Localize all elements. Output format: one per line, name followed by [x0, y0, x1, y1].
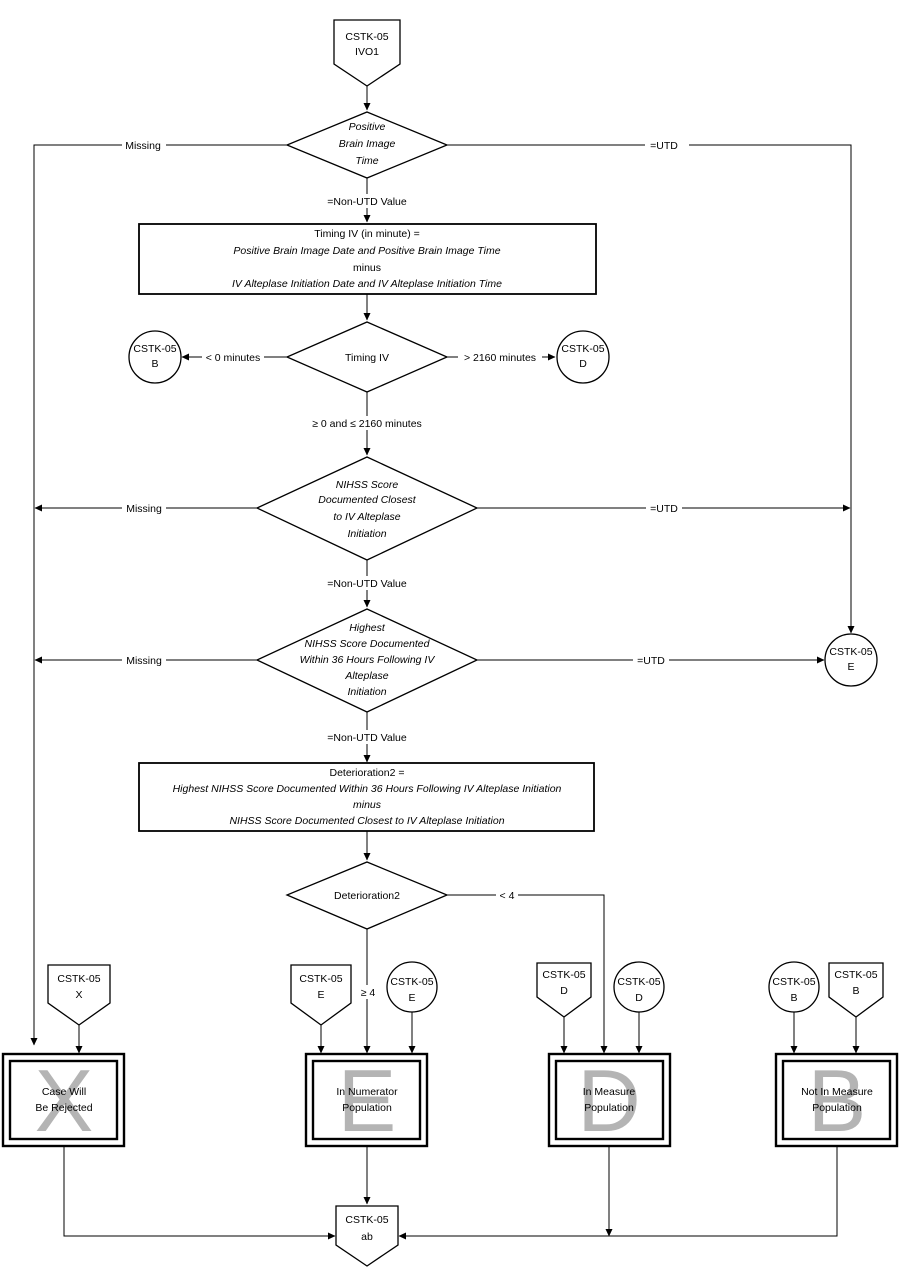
outcome-e-letter: E — [338, 1051, 397, 1150]
connector-b-onpage-label: B — [790, 992, 797, 1004]
decision-4-line-4: Alteplase — [344, 670, 388, 682]
process-1-line-2: Positive Brain Image Date and Positive B… — [233, 245, 500, 257]
start-connector: CSTK-05 IVO1 — [333, 19, 401, 87]
connector-b-circle-label: B — [151, 358, 158, 370]
outcome-d-letter: D — [577, 1051, 641, 1150]
connector-d-onpage-label: D — [635, 992, 643, 1004]
decision-2-line-1: Timing IV — [345, 352, 389, 364]
connector-x-offpage-label: X — [75, 989, 82, 1001]
edge-label-lt-four: < 4 — [500, 890, 515, 902]
connector-b-offpage-label: B — [852, 985, 859, 997]
edge-label-gt-2160: > 2160 minutes — [464, 352, 536, 364]
process-2-line-3: minus — [353, 799, 382, 811]
start-connector-code: CSTK-05 — [345, 31, 388, 43]
connector-d-offpage-code: CSTK-05 — [542, 969, 585, 981]
process-2-line-4: NIHSS Score Documented Closest to IV Alt… — [229, 815, 504, 827]
connector-d-offpage-label: D — [560, 985, 568, 997]
connector-e-offpage-label: E — [317, 989, 324, 1001]
edge-label-utd-2: =UTD — [650, 503, 678, 515]
decision-3-line-3: to IV Alteplase — [333, 511, 400, 523]
connector-b-circle: CSTK-05 B — [128, 330, 182, 384]
edge-label-missing-2: Missing — [126, 503, 162, 515]
decision-5-line-1: Deterioration2 — [334, 890, 400, 902]
connector-x-offpage-code: CSTK-05 — [57, 973, 100, 985]
connector-d-circle-label: D — [579, 358, 587, 370]
process-2-line-1: Deterioration2 = — [329, 767, 404, 779]
edge-label-lt-zero: < 0 minutes — [206, 352, 261, 364]
edge-label-non-utd-2: =Non-UTD Value — [327, 578, 407, 590]
connector-x-offpage: CSTK-05 X — [47, 964, 111, 1026]
process-deterioration-calculation: Deterioration2 = Highest NIHSS Score Doc… — [138, 762, 595, 832]
end-connector-label: ab — [361, 1231, 373, 1243]
start-connector-label: IVO1 — [355, 46, 379, 58]
process-1-line-4: IV Alteplase Initiation Date and IV Alte… — [232, 278, 502, 290]
decision-timing-iv: Timing IV — [285, 321, 449, 393]
edge-label-utd-3: =UTD — [637, 655, 665, 667]
connector-b-offpage: CSTK-05 B — [828, 962, 884, 1018]
outcome-d-line-1: In Measure — [583, 1086, 636, 1098]
outcome-not-in-measure: B Not In Measure Population — [774, 1051, 899, 1150]
outcome-e-line-1: In Numerator — [336, 1086, 398, 1098]
outcome-b-line-2: Population — [812, 1102, 862, 1114]
connector-e-onpage: CSTK-05 E — [386, 961, 438, 1013]
decision-positive-brain-image-time: Positive Brain Image Time — [285, 111, 449, 179]
decision-deterioration2: Deterioration2 — [285, 861, 449, 930]
connector-e-offpage: CSTK-05 E — [290, 964, 352, 1026]
decision-4-line-1: Highest — [349, 622, 386, 634]
connector-b-offpage-code: CSTK-05 — [834, 969, 877, 981]
outcome-x-line-2: Be Rejected — [35, 1102, 92, 1114]
connector-b-circle-code: CSTK-05 — [133, 343, 176, 355]
process-2-line-2: Highest NIHSS Score Documented Within 36… — [173, 783, 562, 795]
decision-1-line-2: Brain Image — [339, 138, 396, 150]
outcome-b-line-1: Not In Measure — [801, 1086, 873, 1098]
connector-e-onpage-label: E — [408, 992, 415, 1004]
connector-b-onpage-code: CSTK-05 — [772, 976, 815, 988]
decision-1-line-3: Time — [355, 155, 378, 167]
decision-3-line-2: Documented Closest — [318, 494, 417, 506]
outcome-case-rejected: X Case Will Be Rejected — [1, 1051, 126, 1150]
process-1-line-3: minus — [353, 262, 381, 274]
decision-4-line-3: Within 36 Hours Following IV — [300, 654, 436, 666]
edge-label-gte-four: ≥ 4 — [361, 987, 376, 999]
connector-e-onpage-code: CSTK-05 — [390, 976, 433, 988]
connector-e-circle-right-code: CSTK-05 — [829, 646, 872, 658]
process-timing-iv-calculation: Timing IV (in minute) = Positive Brain I… — [138, 223, 597, 295]
edge-label-missing-1: Missing — [125, 140, 161, 152]
connector-d-offpage: CSTK-05 D — [536, 962, 592, 1018]
decision-highest-nihss: Highest NIHSS Score Documented Within 36… — [255, 608, 479, 713]
edge-label-non-utd-3: =Non-UTD Value — [327, 732, 407, 744]
connector-b-onpage: CSTK-05 B — [768, 961, 820, 1013]
decision-4-line-5: Initiation — [347, 686, 386, 698]
connector-e-circle-right-label: E — [847, 661, 854, 673]
edge-label-missing-3: Missing — [126, 655, 162, 667]
outcome-e-line-2: Population — [342, 1102, 392, 1114]
edge-labels: Missing =UTD =Non-UTD Value < 0 minutes … — [122, 138, 689, 999]
process-1-line-1: Timing IV (in minute) = — [314, 228, 420, 240]
connector-d-onpage-code: CSTK-05 — [617, 976, 660, 988]
end-connector-code: CSTK-05 — [345, 1214, 388, 1226]
outcome-x-line-1: Case Will — [42, 1086, 86, 1098]
edge-label-utd-1: =UTD — [650, 140, 678, 152]
connector-d-circle: CSTK-05 D — [556, 330, 610, 384]
outcome-in-measure: D In Measure Population — [547, 1051, 672, 1150]
outcome-x-letter: X — [35, 1051, 94, 1150]
connector-e-offpage-code: CSTK-05 — [299, 973, 342, 985]
end-connector: CSTK-05 ab — [335, 1205, 399, 1267]
edge-label-range: ≥ 0 and ≤ 2160 minutes — [312, 418, 422, 430]
decision-1-line-1: Positive — [349, 121, 386, 133]
connector-d-onpage: CSTK-05 D — [613, 961, 665, 1013]
connector-e-circle-right: CSTK-05 E — [824, 633, 878, 687]
outcome-b-letter: B — [808, 1051, 867, 1150]
edge-label-non-utd-1: =Non-UTD Value — [327, 196, 407, 208]
decision-4-line-2: NIHSS Score Documented — [305, 638, 431, 650]
connector-d-circle-code: CSTK-05 — [561, 343, 604, 355]
decision-3-line-4: Initiation — [347, 528, 386, 540]
outcome-d-line-2: Population — [584, 1102, 634, 1114]
decision-nihss-closest: NIHSS Score Documented Closest to IV Alt… — [255, 456, 479, 561]
decision-3-line-1: NIHSS Score — [336, 479, 399, 491]
outcome-in-numerator: E In Numerator Population — [304, 1051, 429, 1150]
